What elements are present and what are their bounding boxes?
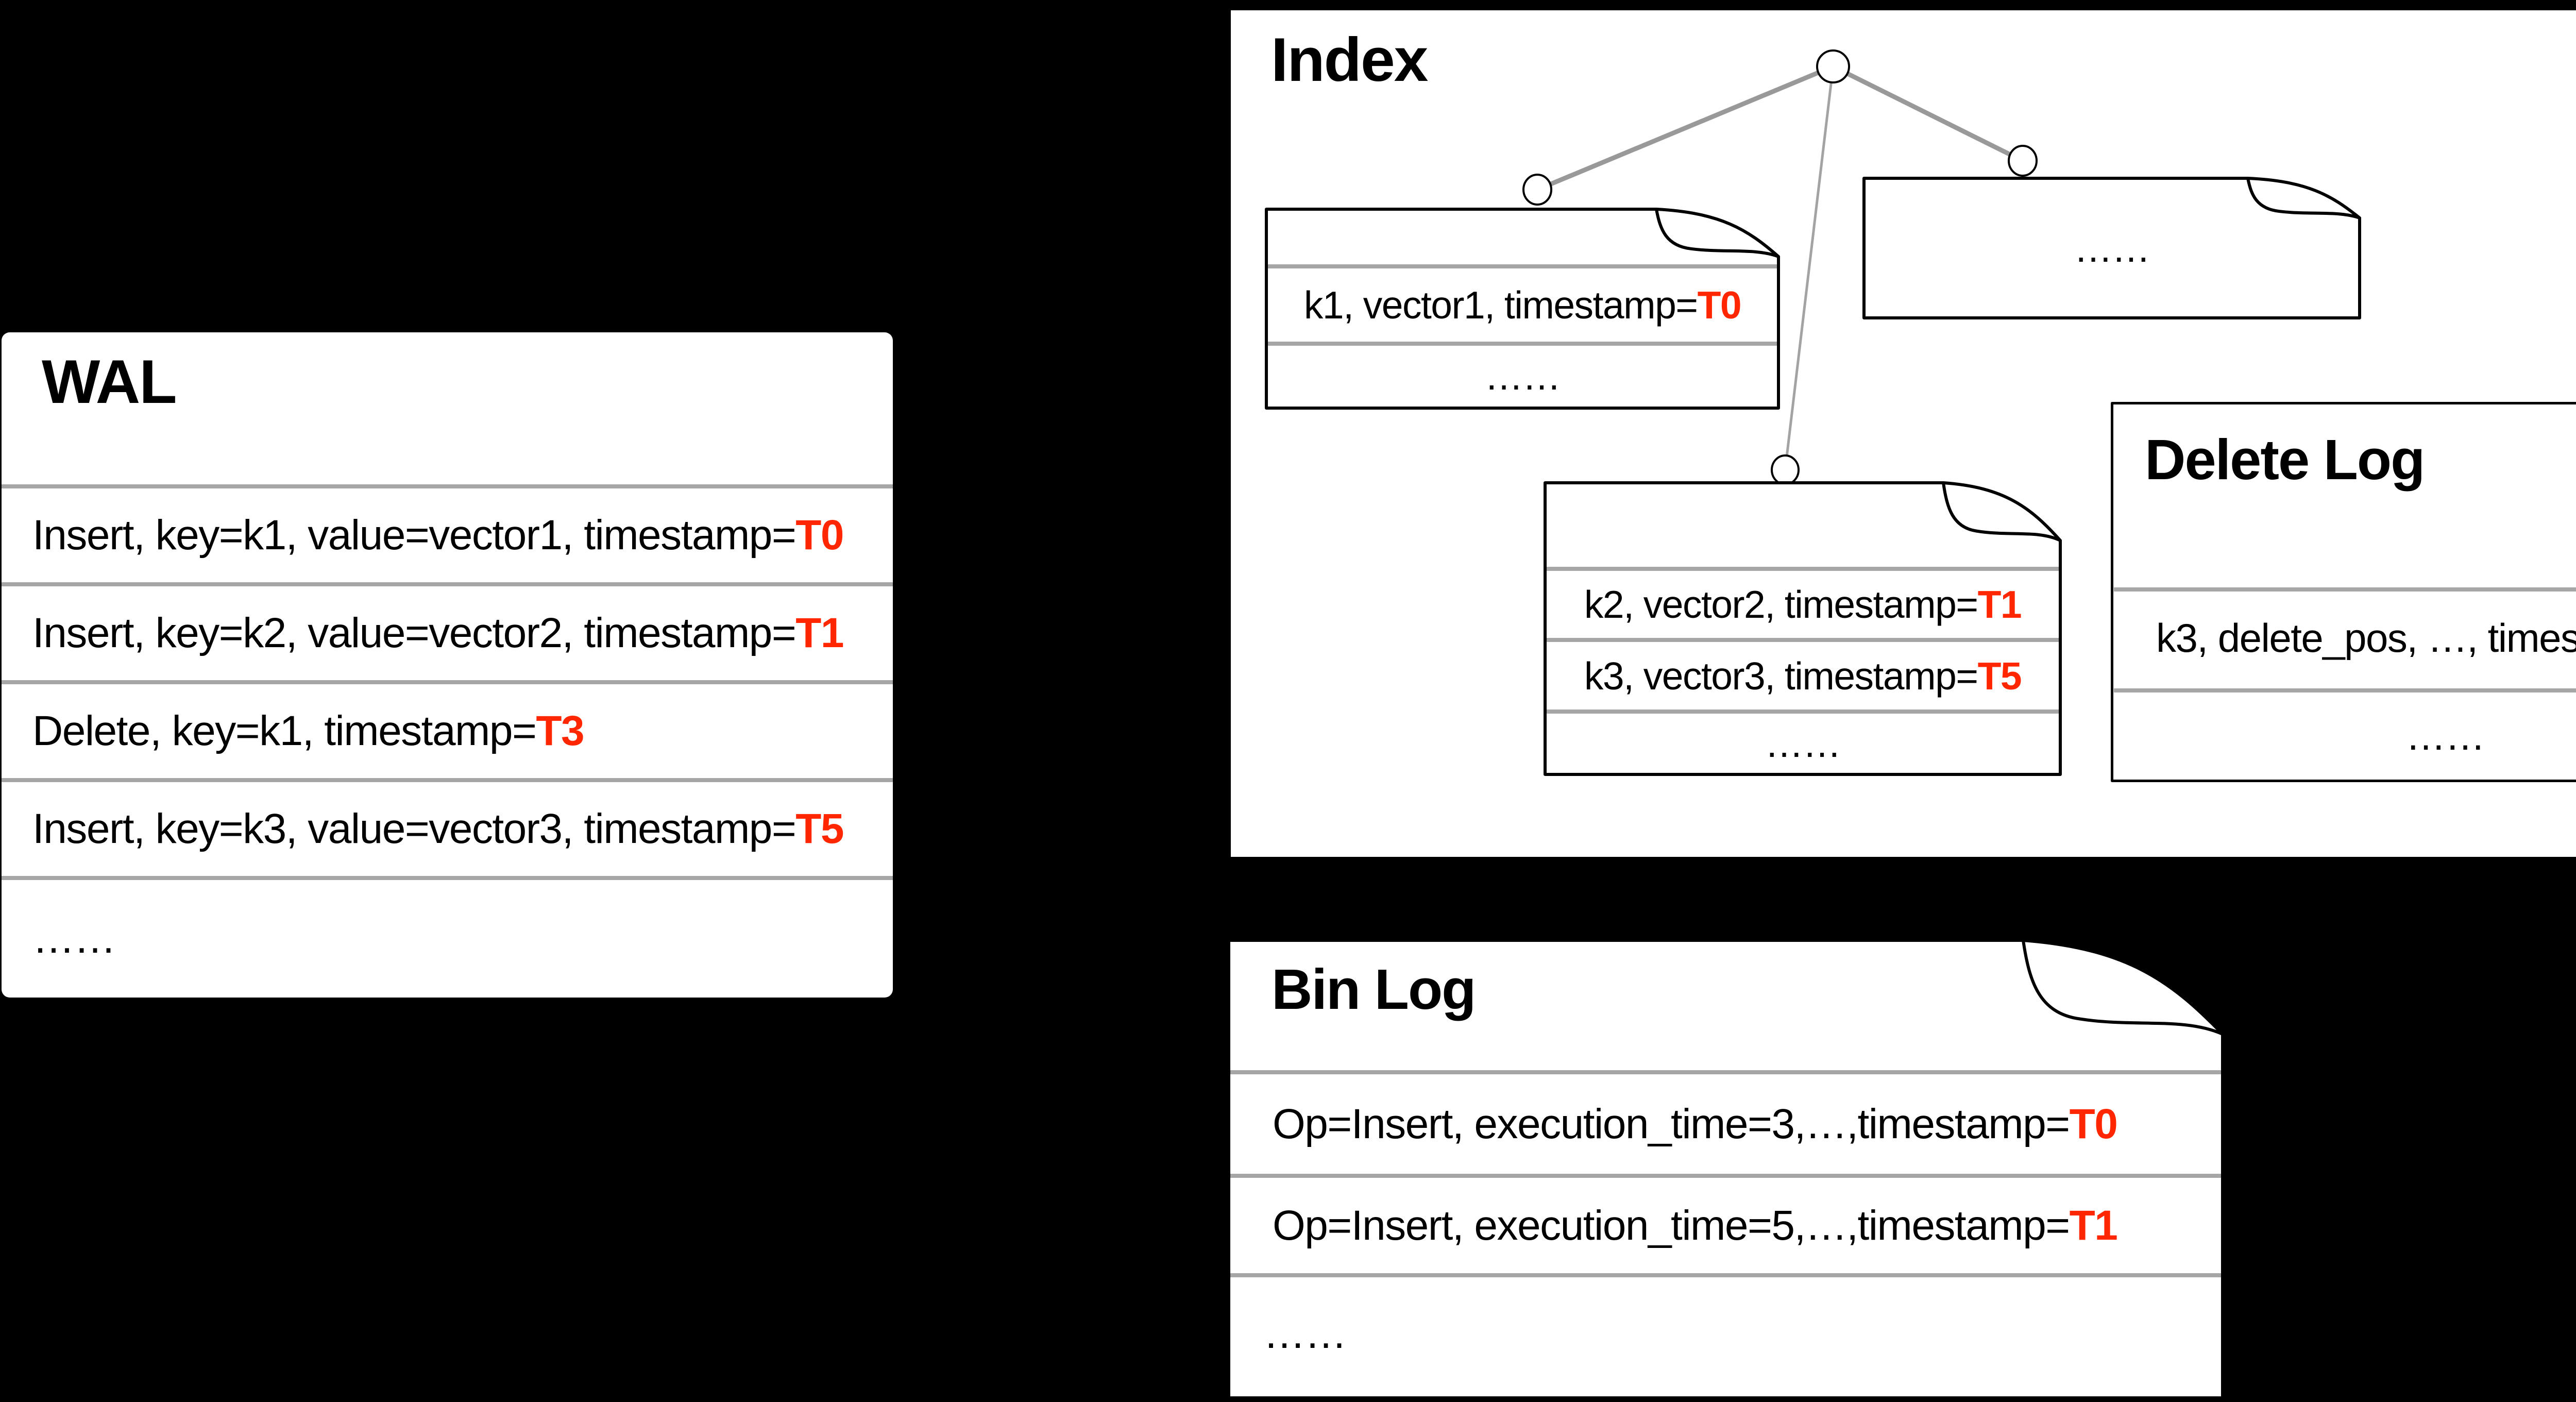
ellipsis-row: …… bbox=[32, 915, 116, 962]
separator bbox=[2, 876, 893, 880]
separator bbox=[2, 778, 893, 782]
timestamp-value: T0 bbox=[795, 512, 844, 559]
separator bbox=[1268, 342, 1777, 346]
tree-node bbox=[2008, 145, 2038, 177]
ellipsis-row: …… bbox=[1765, 721, 1842, 765]
page-fold-shape bbox=[2111, 402, 2576, 782]
bin-log-card: Bin Log Op=Insert, execution_time=3,…,ti… bbox=[1227, 939, 2224, 1399]
index-segment-card-k1: k1, vector1, timestamp=T0 …… bbox=[1265, 208, 1780, 410]
timestamp-value: T1 bbox=[2069, 1202, 2118, 1249]
wal-panel: WAL Insert, key=k1, value=vector1, times… bbox=[2, 332, 893, 998]
separator bbox=[1230, 1070, 2221, 1074]
timestamp-value: T5 bbox=[795, 805, 844, 852]
tree-node bbox=[1522, 174, 1552, 206]
page-fold-shape bbox=[1265, 208, 1780, 410]
bin-log-title: Bin Log bbox=[1272, 958, 1476, 1021]
card-row: k2, vector2, timestamp=T1 bbox=[1584, 583, 2022, 626]
separator bbox=[2114, 587, 2576, 592]
separator bbox=[1547, 638, 2059, 642]
tree-node bbox=[1771, 454, 1800, 485]
delete-log-title: Delete Log bbox=[2145, 428, 2425, 492]
card-row: Op=Insert, execution_time=3,…,timestamp=… bbox=[1273, 1100, 2118, 1147]
index-segment-card-k2k3: k2, vector2, timestamp=T1 k3, vector3, t… bbox=[1544, 481, 2062, 776]
separator bbox=[2, 484, 893, 488]
wal-row: Insert, key=k2, value=vector2, timestamp… bbox=[32, 610, 844, 656]
ellipsis-row: …… bbox=[2405, 713, 2486, 758]
ellipsis-row: …… bbox=[2074, 226, 2151, 270]
separator bbox=[1268, 264, 1777, 268]
page-fold-shape bbox=[1862, 177, 2361, 319]
timestamp-value: T0 bbox=[2069, 1100, 2118, 1147]
separator bbox=[1547, 567, 2059, 571]
tree-edge bbox=[1784, 66, 1835, 470]
wal-row: Insert, key=k1, value=vector1, timestamp… bbox=[32, 512, 844, 559]
index-segment-card-more: …… bbox=[1862, 177, 2361, 319]
separator bbox=[2114, 688, 2576, 692]
card-row: k3, delete_pos, …, timestamp=T3 bbox=[2156, 615, 2576, 661]
wal-row: Insert, key=k3, value=vector3, timestamp… bbox=[32, 805, 844, 852]
separator bbox=[2, 680, 893, 684]
index-title: Index bbox=[1271, 25, 1428, 94]
tree-root-node bbox=[1816, 49, 1850, 83]
page-fold-shape bbox=[1544, 481, 2062, 776]
card-row: Op=Insert, execution_time=5,…,timestamp=… bbox=[1273, 1202, 2118, 1249]
ellipsis-row: …… bbox=[1484, 354, 1562, 398]
timestamp-value: T1 bbox=[1977, 583, 2022, 626]
wal-title: WAL bbox=[42, 347, 177, 416]
ellipsis-row: …… bbox=[1263, 1310, 1347, 1357]
timestamp-value: T5 bbox=[1977, 654, 2022, 698]
card-row: k3, vector3, timestamp=T5 bbox=[1584, 654, 2022, 698]
separator bbox=[1230, 1174, 2221, 1178]
separator bbox=[1547, 710, 2059, 714]
delete-log-card: Delete Log k3, delete_pos, …, timestamp=… bbox=[2111, 402, 2576, 782]
timestamp-value: T3 bbox=[536, 707, 584, 754]
index-panel: Index k1, vector1, timestamp=T0 …… bbox=[1231, 10, 2576, 857]
tree-edge bbox=[1536, 64, 1834, 192]
timestamp-value: T0 bbox=[1697, 283, 1742, 327]
page-fold-shape bbox=[1227, 939, 2224, 1399]
card-row: k1, vector1, timestamp=T0 bbox=[1303, 283, 1742, 327]
tree-edge bbox=[1832, 64, 2024, 163]
timestamp-value: T1 bbox=[795, 610, 844, 656]
separator bbox=[2, 582, 893, 586]
separator bbox=[1230, 1273, 2221, 1277]
wal-row: Delete, key=k1, timestamp=T3 bbox=[32, 707, 585, 754]
